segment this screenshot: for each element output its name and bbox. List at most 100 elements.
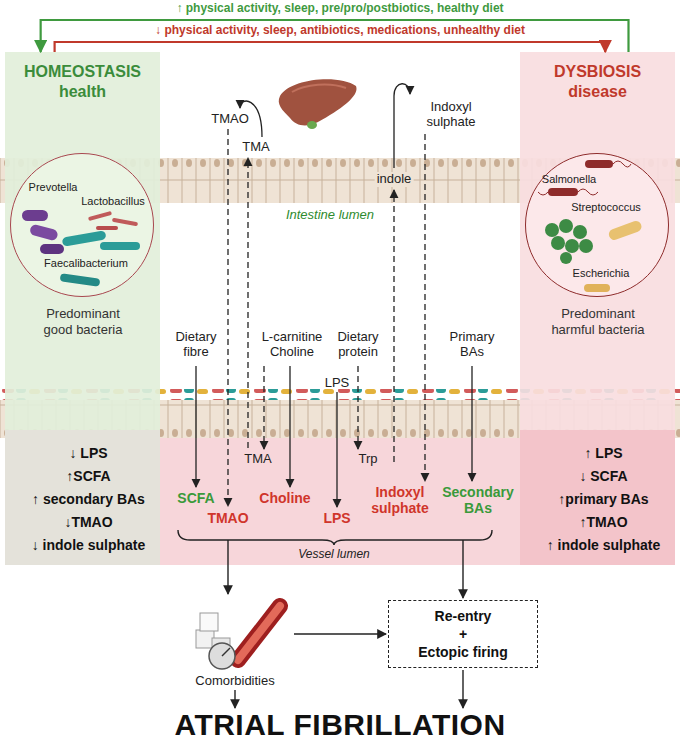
node-text: ↑ LPS [536, 442, 671, 465]
harmful-bacteria [538, 160, 643, 292]
node-text: ↑SCFA [21, 465, 156, 488]
harmful-bacteria [545, 223, 559, 237]
bacteria-circle: PrevotellaLactobacillusFaecalibacteriumP… [10, 153, 154, 297]
label: indole [375, 172, 414, 187]
label: SCFA [177, 490, 214, 506]
marker-list: ↑ LPS↓ SCFA↑primary BAs↑TMAO↑ indole sul… [520, 430, 675, 565]
comorbidities-icon [222, 648, 230, 656]
harmful-bacteria [559, 219, 573, 233]
marker-list: ↓ LPS↑SCFA↑ secondary BAs↓TMAO↓ indole s… [5, 430, 160, 565]
bracket [178, 530, 492, 545]
flow-arrow [195, 366, 196, 487]
liver [279, 79, 357, 129]
harmful-bacteria [584, 284, 610, 292]
good-bacteria [40, 244, 64, 254]
harmful-bacteria [560, 252, 572, 264]
good-bacteria [62, 230, 107, 247]
disease-panel: DYSBIOSIS diseaseSalmonellaStreptococcus… [520, 52, 675, 565]
node-text: Ectopic firing [418, 643, 507, 661]
comorbidities-icon [238, 606, 280, 660]
node-text: Prevotella [29, 181, 78, 193]
label: Vessel lumen [298, 548, 370, 562]
node-text: HOMEOSTASIS health [20, 62, 145, 102]
harmful-bacteria [585, 160, 613, 168]
label: Dietary fibre [170, 330, 222, 360]
harmful-bacteria [607, 219, 643, 241]
harmful-bacteria [548, 188, 578, 196]
flow-arrow [424, 134, 425, 481]
node-text: Salmonella [542, 173, 596, 185]
comorbidities-icon [196, 606, 280, 669]
node-text: Predominant good bacteria [33, 306, 133, 338]
node-text: ↓ SCFA [536, 465, 671, 488]
bacteria-circle: SalmonellaStreptococcusEscherichiaPredom… [525, 153, 669, 297]
label: Secondary BAs [438, 484, 518, 516]
node-text: Escherichia [573, 267, 630, 279]
node-text: + [459, 625, 467, 643]
label: Comorbidities [195, 674, 274, 689]
mechanism-box: Re-entry+Ectopic firing [388, 600, 538, 668]
label: TMA [244, 452, 271, 467]
node-text: Streptococcus [571, 201, 641, 213]
node-text: Re-entry [435, 607, 492, 625]
bracket [294, 633, 386, 634]
bracket [178, 530, 492, 708]
flow-arrow [357, 366, 358, 449]
flow-arrow [196, 84, 472, 507]
label: TMAO [211, 112, 249, 127]
node-text: ↑ indole sulphate [536, 534, 671, 557]
health-panel: HOMEOSTASIS healthPrevotellaLactobacillu… [5, 52, 160, 565]
label: L-carnitine Choline [256, 330, 328, 360]
bracket [234, 690, 235, 708]
panel-ground [5, 52, 160, 430]
comorbidities-icon [200, 613, 218, 631]
bracket [462, 670, 463, 708]
node-text: Predominant harmful bacteria [545, 306, 651, 338]
panel-ground [5, 52, 675, 565]
comorbidities-icon [238, 606, 280, 660]
flow-arrow [336, 392, 337, 507]
panel-ground [520, 52, 675, 430]
label: Trp [358, 452, 377, 467]
edge-label: ↓ physical activity, sleep, antibiotics,… [155, 24, 525, 38]
label: TMAO [207, 510, 248, 526]
outcome-title: ATRIAL FIBRILLATION [174, 708, 505, 742]
flow-arrow [471, 366, 472, 481]
panel-ground [520, 430, 675, 565]
harmful-bacteria [579, 239, 593, 253]
lifestyle-arrow [41, 20, 629, 52]
harmful-bacteria [573, 225, 587, 239]
flow-arrow [247, 158, 248, 448]
panel-ground [10, 153, 154, 297]
flow-arrow [289, 366, 290, 487]
good-bacteria [112, 218, 138, 226]
panel-ground [5, 430, 160, 565]
edge-label: ↑ physical activity, sleep, pre/pro/post… [176, 2, 503, 16]
node-text: ↓ indole sulphate [21, 534, 156, 557]
node-text: ↑TMAO [536, 511, 671, 534]
harmful-bacteria [538, 161, 631, 195]
label: Indoxyl sulphate [367, 484, 433, 516]
node-text: Lactobacillus [81, 195, 145, 207]
flow-arrow [394, 84, 410, 168]
panel-ground [525, 153, 669, 297]
node-text: ↓TMAO [21, 511, 156, 534]
comorbidities-icon [209, 643, 235, 669]
node-text: ↓ LPS [21, 442, 156, 465]
flow-arrow [227, 129, 228, 506]
label: TMA [242, 140, 269, 155]
liver [279, 79, 357, 125]
node-text: ↑primary BAs [536, 488, 671, 511]
harmful-bacteria [551, 236, 565, 250]
label: Choline [259, 490, 310, 506]
liver [307, 121, 317, 129]
label: Dietary protein [330, 330, 386, 360]
bracket [462, 540, 463, 598]
label: Intestine lumen [286, 208, 374, 223]
label: Indoxyl sulphate [416, 100, 486, 130]
liver [292, 85, 346, 92]
good-bacteria [100, 242, 140, 250]
good-bacteria [60, 273, 101, 286]
node-text: ↑ secondary BAs [21, 488, 156, 511]
